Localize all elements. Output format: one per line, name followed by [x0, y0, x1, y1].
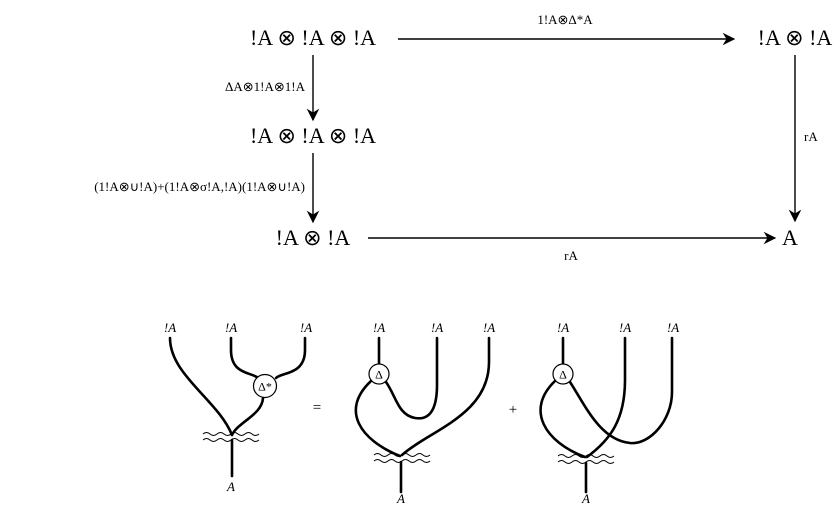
- lhs-contraction-squiggle: [202, 432, 260, 436]
- lhs-output-label: A: [226, 479, 235, 494]
- lhs-node-label: Δ*: [258, 380, 272, 394]
- arrow-right-label: rA: [804, 129, 818, 144]
- rhs2-node-label: Δ: [559, 368, 567, 382]
- plus-sign: +: [509, 402, 517, 418]
- rhs1-node-circle: [368, 363, 390, 385]
- rhs1-wire-cup: [384, 336, 439, 420]
- rhs1-contraction-squiggle: [373, 453, 431, 457]
- rhs2-wire-crossing-cup: [568, 336, 674, 445]
- object-bottom-left: !A ⊗ !A: [276, 225, 351, 250]
- object-top-right: !A ⊗ !A: [758, 25, 833, 50]
- rhs2-output-label: A: [581, 491, 590, 506]
- string-diagram-lhs: !A !A !A Δ* A: [164, 320, 312, 494]
- equals-sign: =: [313, 400, 321, 416]
- arrow-left-upper-label: ΔA⊗1!A⊗1!A: [225, 79, 306, 94]
- lhs-node-circle: [252, 373, 278, 399]
- rhs2-input-3-label: !A: [667, 320, 679, 335]
- rhs2-input-1-label: !A: [557, 320, 569, 335]
- rhs2-wire-left-loop: [539, 379, 587, 459]
- rhs2-input-2-label: !A: [619, 320, 631, 335]
- arrow-bottom-label: rA: [564, 248, 578, 263]
- lhs-wire-3: [274, 336, 307, 380]
- rhs2-node-circle: [552, 363, 574, 385]
- rhs2-contraction-squiggle: [557, 454, 615, 458]
- object-top-left: !A ⊗ !A ⊗ !A: [250, 25, 376, 50]
- rhs1-wire-3: [400, 336, 491, 457]
- rhs1-wire-left-loop: [354, 379, 402, 458]
- rhs1-input-2-label: !A: [431, 320, 443, 335]
- lhs-input-1-label: !A: [164, 320, 176, 335]
- arrow-top-label: 1!A⊗Δ*A: [537, 12, 593, 27]
- object-middle-left: !A ⊗ !A ⊗ !A: [250, 123, 376, 148]
- object-bottom-right: A: [782, 225, 798, 250]
- arrow-left-lower-label: (1!A⊗∪!A)+(1!A⊗σ!A,!A)(1!A⊗∪!A): [94, 179, 305, 194]
- lhs-input-3-label: !A: [300, 320, 312, 335]
- string-diagram-rhs1: !A !A !A Δ A: [354, 320, 495, 506]
- lhs-input-2-label: !A: [225, 320, 237, 335]
- rhs2-wire-2: [585, 336, 627, 459]
- lhs-wire-2: [229, 336, 260, 380]
- rhs1-input-1-label: !A: [373, 320, 385, 335]
- rhs1-output-label: A: [396, 491, 405, 506]
- lhs-wire-1: [168, 336, 234, 437]
- lhs-wire-node-out: [230, 396, 265, 437]
- string-diagram-rhs2: !A !A !A Δ A: [539, 320, 679, 506]
- rhs1-node-label: Δ: [375, 368, 383, 382]
- rhs1-input-3-label: !A: [483, 320, 495, 335]
